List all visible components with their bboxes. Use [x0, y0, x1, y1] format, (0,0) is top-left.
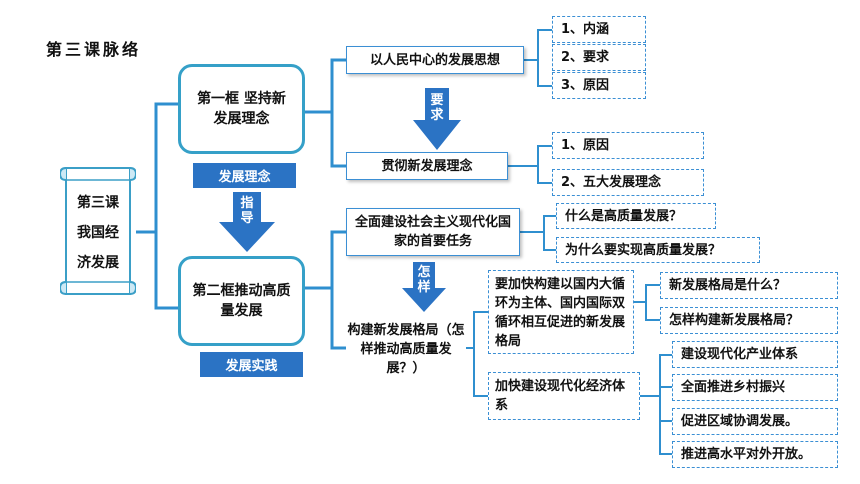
frame2-node: 第二框推动高质量发展 — [178, 256, 305, 346]
topic2-node: 贯彻新发展理念 — [346, 152, 508, 180]
require-arrow-icon — [413, 88, 461, 150]
sub1-item-1: 新发展格局是什么？ — [660, 272, 838, 299]
sub1-item-2: 怎样构建新发展格局？ — [660, 307, 838, 334]
topic1-item-2: 2、要求 — [552, 44, 646, 71]
topic4-sub2-node: 加快建设现代化经济体系 — [488, 372, 640, 420]
topic1-item-3: 3、原因 — [552, 72, 646, 99]
sub2-item-4: 推进高水平对外开放。 — [672, 441, 838, 468]
topic4-sub1-node: 要加快构建以国内大循环为主体、国内国际双循环相互促进的新发展格局 — [488, 270, 634, 354]
frame1-label: 第一框 坚持新发展理念 — [197, 91, 286, 127]
topic3-item-1: 什么是高质量发展？ — [556, 203, 716, 229]
root-line-3: 济发展 — [77, 255, 119, 271]
frame2-tag: 发展实践 — [200, 352, 303, 377]
guide-arrow-label: 指导 — [240, 196, 254, 226]
sub2-item-3: 促进区域协调发展。 — [672, 408, 838, 435]
topic4-node: 构建新发展格局（怎样推动高质量发展？） — [347, 322, 465, 376]
how-arrow-label: 怎样 — [417, 265, 431, 295]
guide-arrow-icon — [219, 192, 275, 252]
topic1-item-1: 1、内涵 — [552, 16, 646, 43]
frame2-label: 第二框推动高质量发展 — [192, 283, 291, 319]
sub2-item-2: 全面推进乡村振兴 — [672, 374, 838, 401]
topic2-item-2: 2、五大发展理念 — [552, 169, 704, 196]
require-arrow-label: 要求 — [430, 93, 444, 123]
topic3-item-2: 为什么要实现高质量发展？ — [556, 237, 760, 263]
frame1-node: 第一框 坚持新发展理念 — [178, 64, 305, 154]
page-title: 第三课脉络 — [46, 40, 142, 59]
topic2-item-1: 1、原因 — [552, 132, 704, 159]
root-line-1: 第三课 — [77, 195, 119, 211]
topic3-node: 全面建设社会主义现代化国家的首要任务 — [346, 208, 520, 256]
root-line-2: 我国经 — [77, 225, 119, 241]
frame1-tag: 发展理念 — [193, 163, 296, 188]
scroll-frame — [60, 167, 136, 295]
how-arrow-icon — [402, 262, 446, 312]
root-node: 第三课 我国经 济发展 — [66, 188, 130, 278]
sub2-item-1: 建设现代化产业体系 — [672, 341, 838, 368]
topic1-node: 以人民中心的发展思想 — [346, 46, 524, 74]
